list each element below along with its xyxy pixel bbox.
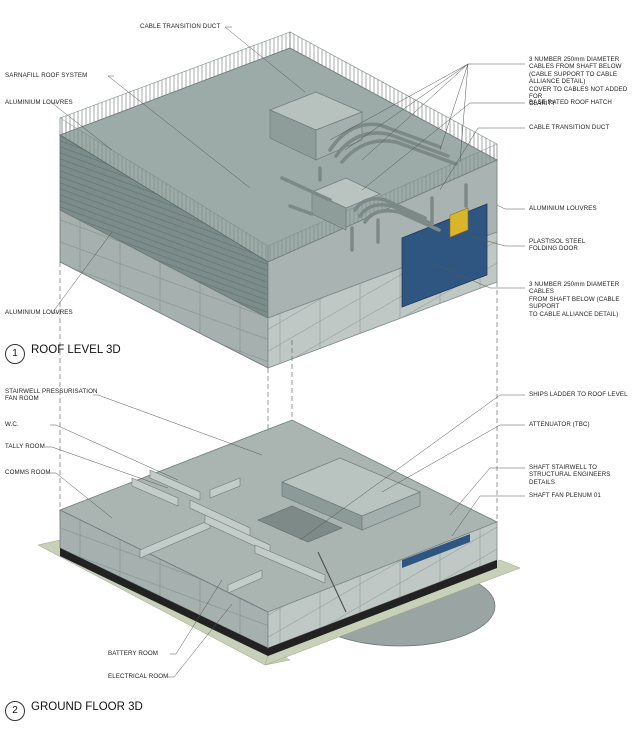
label-sarnafill-roof-system: SARNAFILL ROOF SYSTEM xyxy=(5,72,88,79)
roof-level-model xyxy=(59,31,498,369)
label-electrical-room: ELECTRICAL ROOM xyxy=(108,673,169,680)
label-comms-room: COMMS ROOM xyxy=(5,469,51,476)
label-shaft-fan-plenum: SHAFT FAN PLENUM 01 xyxy=(529,492,601,499)
label-ships-ladder: SHIPS LADDER TO ROOF LEVEL xyxy=(529,391,628,398)
ground-base-left xyxy=(60,548,268,656)
label-cable-transition-duct-top: CABLE TRANSITION DUCT xyxy=(140,23,221,30)
label-cables-250mm-top: 3 NUMBER 250mm DIAMETER CABLES FROM SHAF… xyxy=(529,56,628,108)
label-aluminium-louvres-right: ALUMINIUM LOUVRES xyxy=(529,205,597,212)
ships-ladder xyxy=(317,551,347,613)
roof-hatch-yellow xyxy=(449,207,469,238)
duct-box-right xyxy=(315,111,363,161)
label-aluminium-louvres-left-top: ALUMINIUM LOUVRES xyxy=(5,99,73,106)
label-plastisol-steel-folding-door: PLASTISOL STEEL FOLDING DOOR xyxy=(529,238,586,253)
label-shaft-stairwell: SHAFT STAIRWELL TO STRUCTURAL ENGINEERS … xyxy=(529,464,611,486)
label-stairwell-pressurisation-fan-room: STAIRWELL PRESSURISATION FAN ROOM xyxy=(5,388,98,403)
label-battery-room: BATTERY ROOM xyxy=(108,650,159,657)
label-tally-room: TALLY ROOM xyxy=(5,443,45,450)
label-attenuator: ATTENUATOR (TBC) xyxy=(529,421,590,428)
label-cables-250mm-bottom: 3 NUMBER 250mm DIAMETER CABLES FROM SHAF… xyxy=(529,281,620,318)
ground-floor-model xyxy=(37,419,521,666)
ground-plane-right xyxy=(264,559,521,666)
label-wc: W.C. xyxy=(5,421,19,428)
duct-box-lower-left xyxy=(311,191,347,231)
fan-plenum-blue xyxy=(402,534,470,568)
view-number-badge-1: 1 xyxy=(5,344,25,364)
view-number-badge-2: 2 xyxy=(5,701,25,721)
view-title-roof-level: ROOF LEVEL 3D xyxy=(31,344,121,356)
ground-base-right xyxy=(268,560,497,656)
leader-lines xyxy=(45,26,525,678)
attenuator-right xyxy=(361,491,421,531)
label-aluminium-louvres-left-bottom: ALUMINIUM LOUVRES xyxy=(5,309,73,316)
label-base-rated-roof-hatch: BASE RATED ROOF HATCH xyxy=(529,99,613,106)
interior-walls xyxy=(131,469,326,594)
cable-pipes xyxy=(280,122,468,252)
label-cable-transition-duct-right: CABLE TRANSITION DUCT xyxy=(529,124,610,131)
view-title-ground-floor: GROUND FLOOR 3D xyxy=(31,701,143,713)
shaft-stairwell xyxy=(257,505,343,543)
